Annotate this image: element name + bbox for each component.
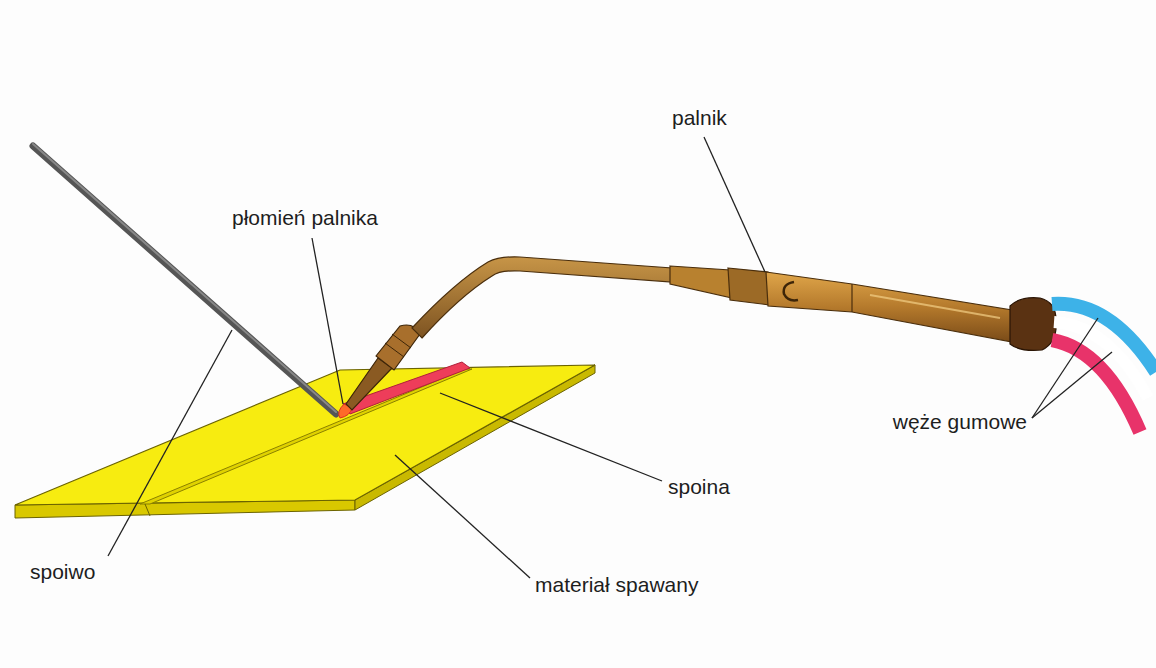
torch bbox=[851, 284, 852, 312]
part-label: materiał spawany bbox=[535, 573, 698, 597]
leader-line bbox=[1032, 352, 1112, 418]
torch bbox=[784, 282, 798, 300]
leader-line bbox=[704, 137, 765, 272]
torch bbox=[346, 257, 1056, 410]
torch bbox=[385, 343, 404, 357]
leader-line bbox=[108, 330, 232, 556]
torch bbox=[392, 334, 411, 348]
filler-rod bbox=[33, 144, 336, 412]
part-label: palnik bbox=[672, 106, 727, 130]
torch bbox=[670, 266, 732, 298]
leader-line bbox=[312, 238, 343, 404]
filler-rod bbox=[33, 146, 336, 414]
part-label: spoiwo bbox=[30, 560, 95, 584]
torch bbox=[870, 295, 1000, 318]
leader-line bbox=[440, 393, 662, 481]
rubber-hoses bbox=[1052, 340, 1140, 432]
leader-line bbox=[395, 455, 530, 578]
torch bbox=[376, 325, 420, 370]
filler-rod bbox=[33, 144, 336, 414]
leader-line bbox=[108, 137, 1112, 578]
torch bbox=[766, 272, 1012, 342]
part-label: płomień palnika bbox=[232, 206, 378, 230]
torch bbox=[1010, 298, 1056, 351]
welded-plates bbox=[145, 504, 150, 516]
rubber-hoses bbox=[1052, 304, 1156, 432]
leader-line bbox=[1032, 318, 1098, 418]
part-label: spoina bbox=[668, 475, 730, 499]
torch bbox=[728, 268, 770, 305]
torch bbox=[346, 358, 392, 410]
torch bbox=[412, 257, 672, 338]
part-label: węże gumowe bbox=[893, 410, 1027, 434]
